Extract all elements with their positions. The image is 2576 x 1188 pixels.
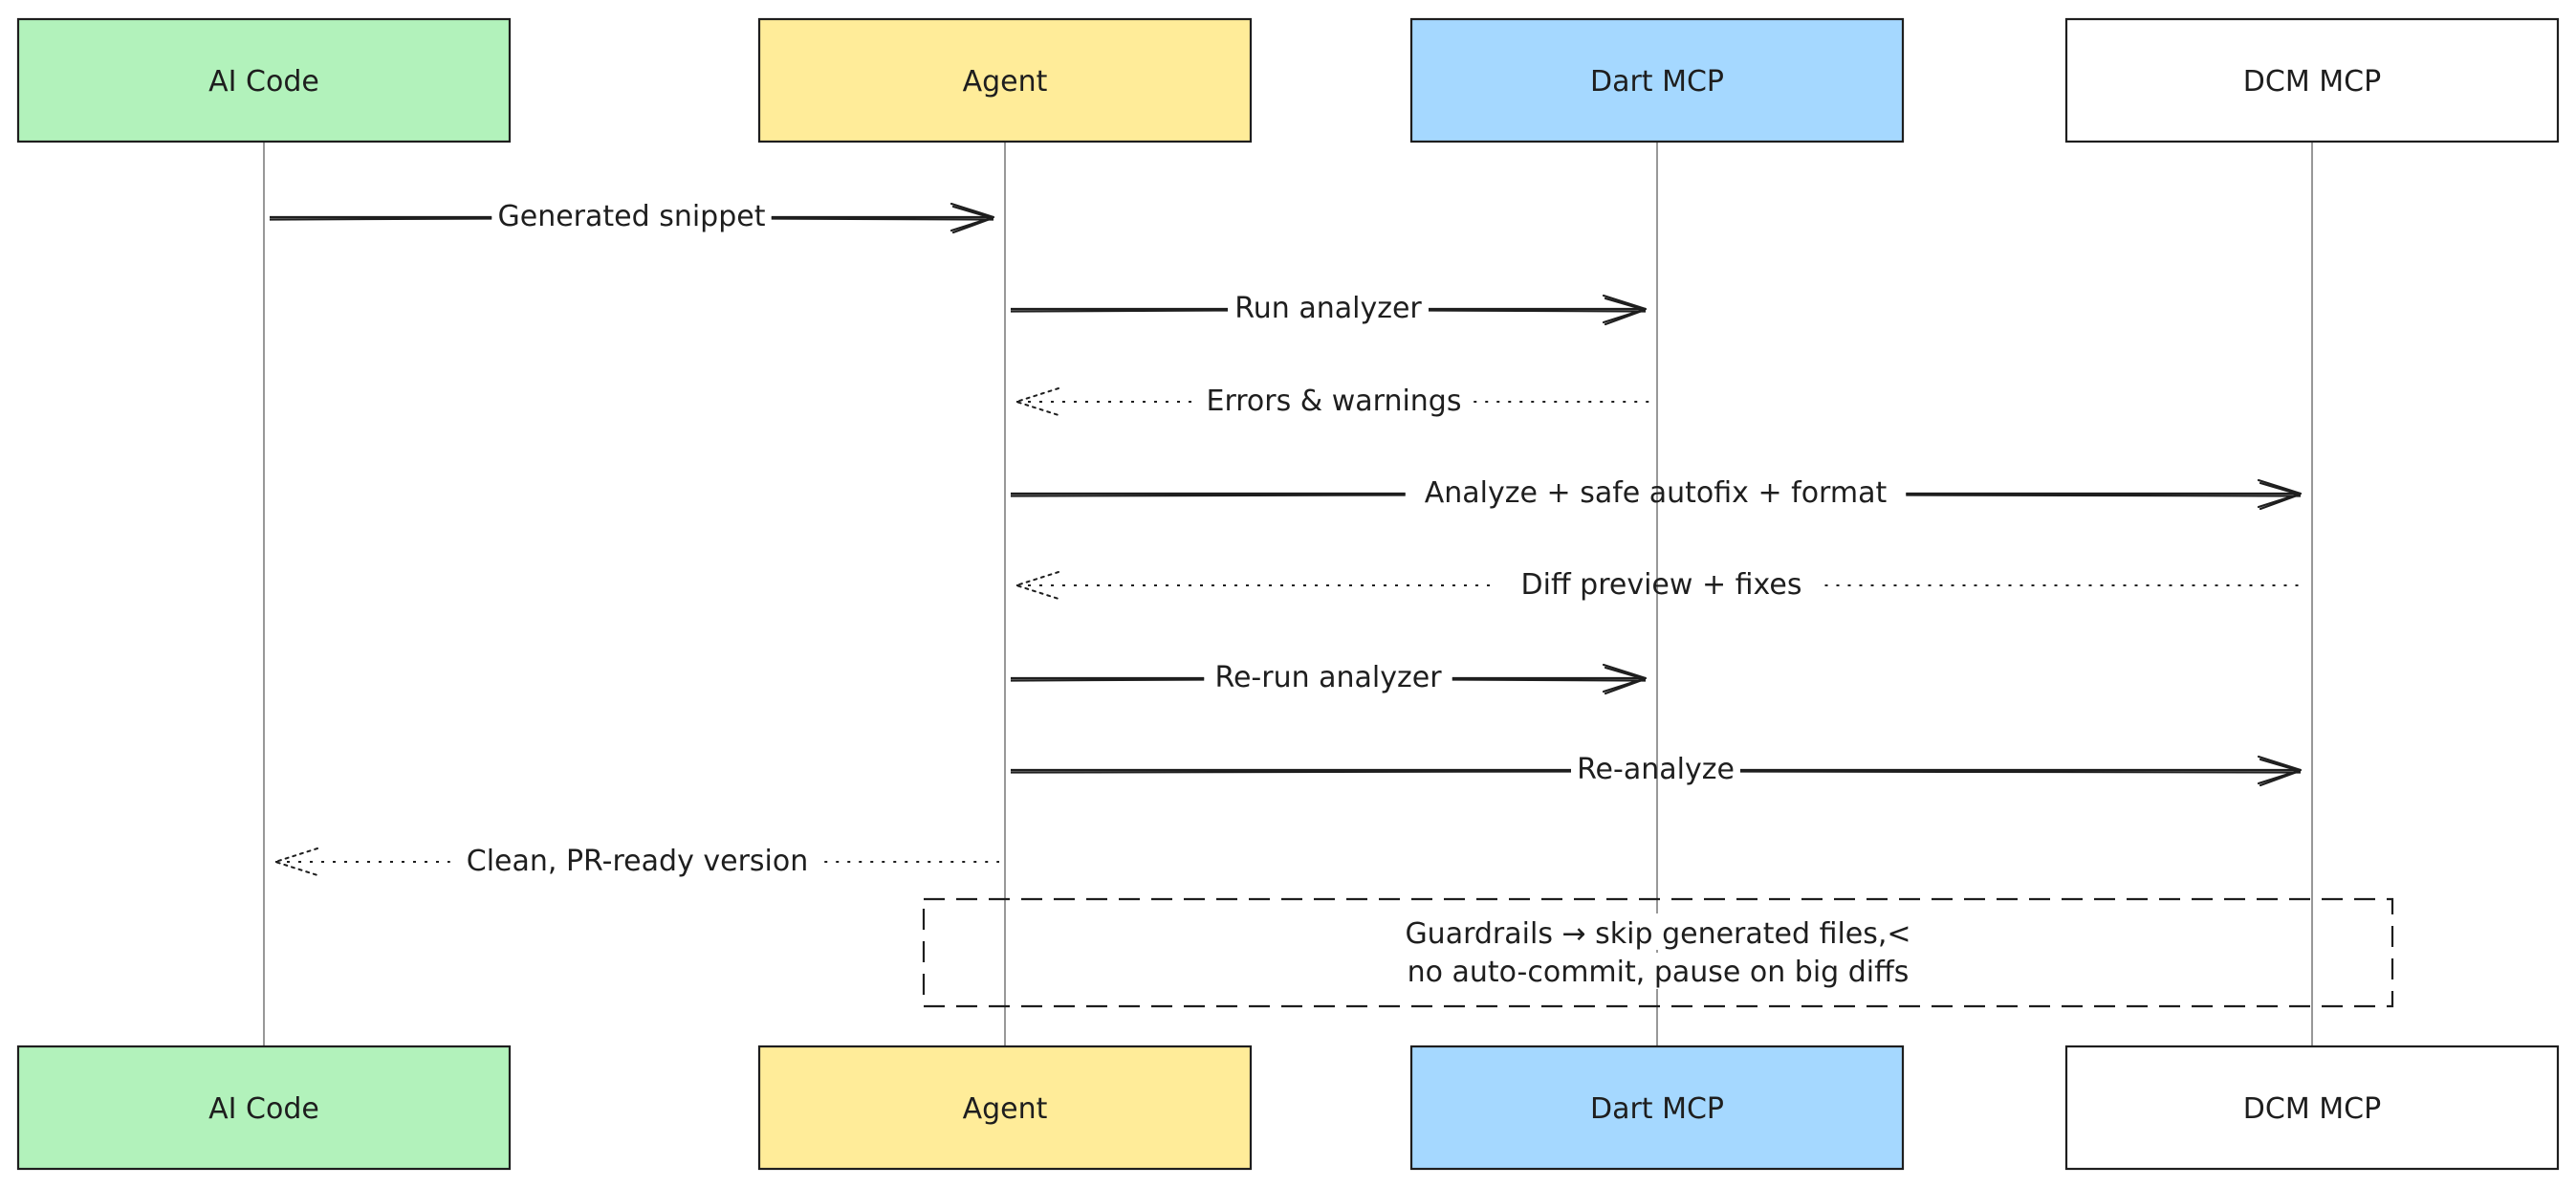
message-line-sketch (1010, 494, 1406, 497)
participant-agent-bottom: Agent (757, 1045, 1253, 1171)
participant-box (2064, 1045, 2560, 1171)
message-line-sketch (1428, 309, 1647, 313)
participant-box (2064, 17, 2560, 143)
message-line-sketch (1452, 678, 1647, 682)
participant-box (1409, 17, 1905, 143)
participant-label: AI Code (208, 65, 319, 99)
participant-dart-mcp-bottom: Dart MCP (1409, 1045, 1905, 1171)
participant-ai-code-bottom: AI Code (16, 1045, 512, 1171)
note-line-2-bg (1377, 953, 1941, 989)
participant-label: Agent (963, 1092, 1048, 1126)
participant-label: Agent (963, 65, 1048, 99)
message-label: Re-run analyzer (1214, 661, 1442, 694)
participant-ai-code-top: AI Code (16, 17, 512, 143)
message-3: Errors & warnings (1015, 385, 1651, 418)
note-line-2: no auto-commit, pause on big diffs (1408, 956, 1910, 989)
participant-dart-mcp-top: Dart MCP (1409, 17, 1905, 143)
arrow-head-sketch (951, 205, 994, 234)
message-label: Diff preview + fixes (1521, 568, 1802, 602)
participant-label: Dart MCP (1590, 65, 1724, 99)
arrow-head-sketch (2259, 481, 2302, 511)
message-7: Re-analyze (1010, 753, 2303, 787)
lifelines (263, 142, 2313, 1046)
guardrails-note: Guardrails → skip generated files,< no a… (922, 897, 2394, 1008)
message-line-sketch (1739, 770, 2302, 774)
participant-box (16, 17, 512, 143)
participant-box (757, 17, 1253, 143)
participant-agent-top: Agent (757, 17, 1253, 143)
participant-box (16, 1045, 512, 1171)
participant-label: Dart MCP (1590, 1092, 1724, 1126)
participant-dcm-mcp-top: DCM MCP (2064, 17, 2560, 143)
participant-label: AI Code (208, 1092, 319, 1126)
participant-label: DCM MCP (2243, 1092, 2381, 1126)
arrow-head (1602, 663, 1648, 693)
message-8: Clean, PR-ready version (274, 845, 999, 878)
note-line-1: Guardrails → skip generated files,< (1405, 917, 1910, 951)
message-line-sketch (1010, 770, 1572, 774)
arrow-head (2257, 755, 2303, 785)
note-box (922, 897, 2394, 1008)
note-line-1-bg (1377, 913, 1941, 950)
participants-bottom: AI Code Agent Dart MCP DCM MCP (16, 1045, 2560, 1171)
arrow-head-sketch (1604, 666, 1647, 695)
arrow-head-sketch (2259, 758, 2302, 787)
message-label: Generated snippet (498, 200, 766, 233)
arrow-head (1015, 571, 1059, 600)
arrow-head-sketch (1604, 297, 1647, 326)
participants-top: AI Code Agent Dart MCP DCM MCP (16, 17, 2560, 143)
message-label: Analyze + safe autofix + format (1425, 476, 1888, 510)
message-line-sketch (269, 217, 492, 221)
participant-label: DCM MCP (2243, 65, 2381, 99)
arrow-head (1602, 294, 1648, 324)
message-2: Run analyzer (1010, 292, 1648, 326)
message-5: Diff preview + fixes (1015, 568, 2306, 602)
message-label: Clean, PR-ready version (467, 845, 808, 878)
arrow-head (274, 847, 318, 876)
participant-box (757, 1045, 1253, 1171)
message-6: Re-run analyzer (1010, 661, 1648, 695)
arrow-head (2257, 478, 2303, 509)
participant-box (1409, 1045, 1905, 1171)
message-4: Analyze + safe autofix + format (1010, 476, 2303, 511)
participant-dcm-mcp-bottom: DCM MCP (2064, 1045, 2560, 1171)
arrow-head (950, 202, 995, 232)
message-line-sketch (1010, 678, 1205, 682)
message-1: Generated snippet (269, 200, 995, 234)
arrow-head (1015, 387, 1059, 416)
message-label: Errors & warnings (1207, 385, 1462, 418)
message-line-sketch (1010, 309, 1229, 313)
message-label: Re-analyze (1577, 753, 1735, 786)
message-line-sketch (1906, 494, 2302, 497)
message-label: Run analyzer (1234, 292, 1422, 325)
message-line-sketch (771, 217, 994, 221)
